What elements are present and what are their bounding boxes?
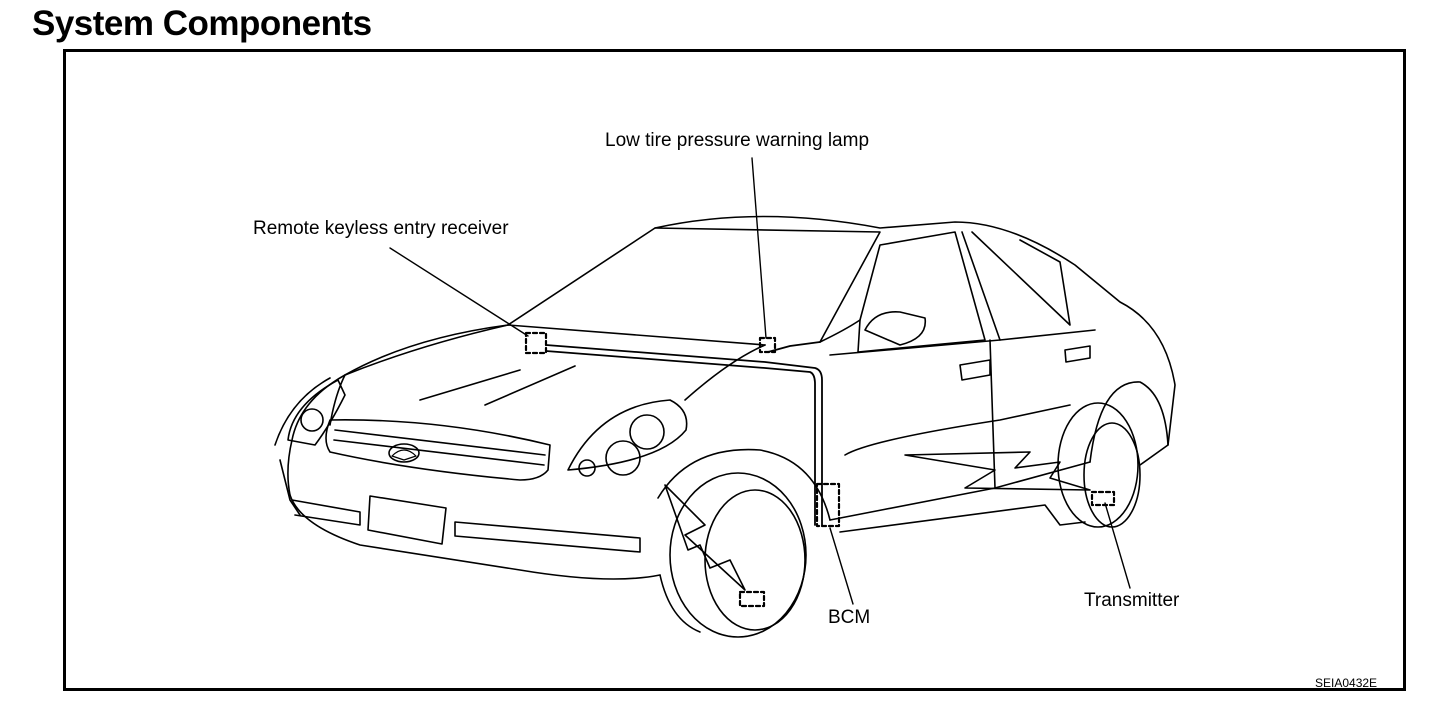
- leader-lines: [389, 157, 1131, 605]
- wiring-harness: [545, 341, 823, 526]
- emblem-icon: [391, 449, 417, 461]
- warning-lamp-location: [758, 336, 777, 354]
- component-locations: [524, 331, 1116, 608]
- label-receiver: Remote keyless entry receiver: [253, 218, 509, 239]
- diagram-frame: [63, 49, 1406, 691]
- car-body-outline: [274, 215, 1176, 638]
- label-warning-lamp: Low tire pressure warning lamp: [605, 130, 870, 151]
- rear-transmitter-location: [1090, 490, 1116, 507]
- radio-wave-symbols: [664, 451, 1091, 591]
- front-transmitter-location: [738, 590, 766, 608]
- receiver-location: [524, 331, 548, 355]
- figure-code: SEIA0432E: [1315, 676, 1378, 690]
- bcm-location: [815, 482, 841, 528]
- page-title: System Components: [32, 4, 372, 43]
- label-transmitter: Transmitter: [1084, 590, 1180, 611]
- label-bcm: BCM: [828, 607, 871, 628]
